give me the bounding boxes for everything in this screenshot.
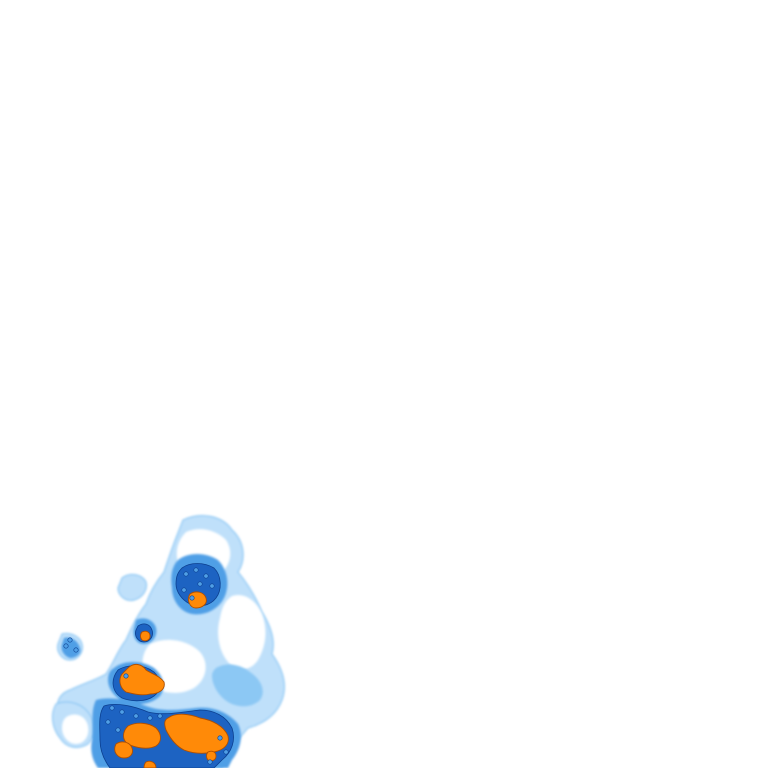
speckle-dot <box>115 727 121 733</box>
clear-gap-east <box>218 594 266 670</box>
speckle-dot <box>105 719 111 725</box>
intense-cell-central <box>119 663 165 696</box>
speckle-dot <box>133 713 139 719</box>
speckle-dot <box>157 713 163 719</box>
light-cell-west-edge <box>117 573 147 601</box>
intense-cell-west <box>140 630 151 642</box>
speckle-dot <box>207 759 213 765</box>
speckle-dot <box>73 647 79 653</box>
speckle-dot <box>217 735 223 741</box>
speckle-dot <box>189 595 195 601</box>
speckle-dot <box>119 709 125 715</box>
speckle-dot <box>197 581 203 587</box>
speckle-dot <box>193 567 199 573</box>
intense-cell-bottom-left <box>114 741 133 759</box>
speckle-dot <box>147 715 153 721</box>
speckle-dot <box>223 749 229 755</box>
speckle-dot <box>63 643 69 649</box>
moderate-cell-east-patch <box>212 664 263 707</box>
speckle-dot <box>183 571 189 577</box>
intense-cell-bottom-right <box>206 750 217 762</box>
speckle-dot <box>209 583 215 589</box>
speckle-dot <box>181 587 187 593</box>
moderate-cell-fringe-dots <box>61 637 81 658</box>
speckle-dot <box>123 673 129 679</box>
intense-cell-mid-south <box>123 722 161 749</box>
speckle-dot <box>203 573 209 579</box>
clear-gap-south-west <box>62 714 89 744</box>
heavy-speckle-layer <box>63 567 229 765</box>
intense-precipitation-layer <box>114 591 229 768</box>
intense-cell-bottom-small <box>143 760 157 768</box>
speckle-dot <box>109 705 115 711</box>
speckle-dot <box>67 637 73 643</box>
